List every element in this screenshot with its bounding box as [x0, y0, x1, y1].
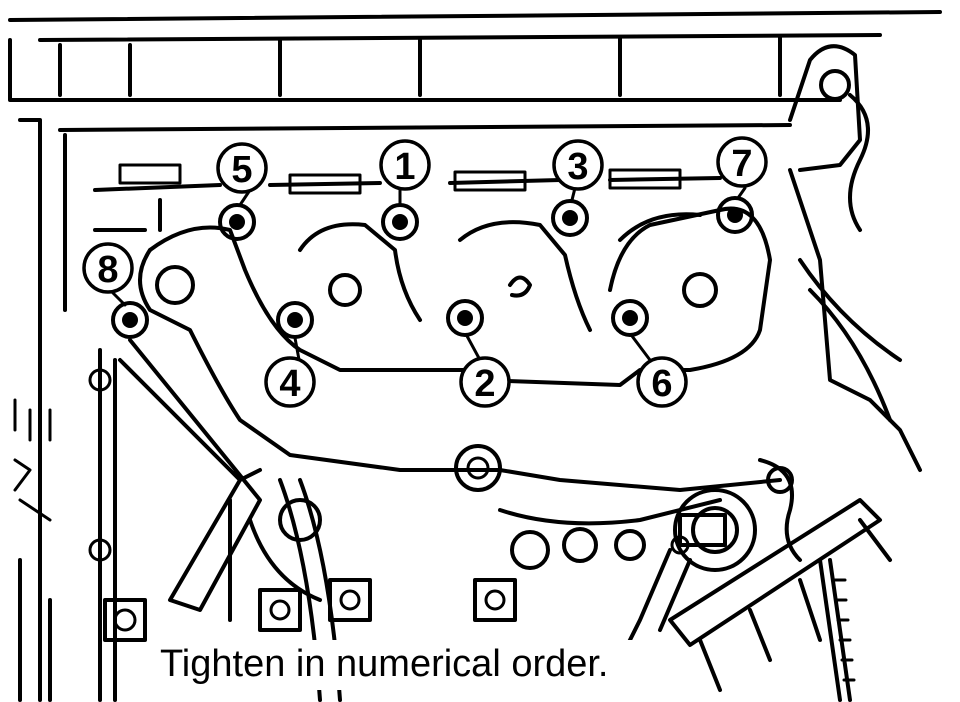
caption-background [150, 640, 670, 690]
bolt-head-5 [218, 203, 256, 241]
callout-7: 7 [716, 136, 768, 188]
engine-block [8, 10, 942, 702]
callout-8: 8 [82, 242, 134, 294]
oxygen-sensor [618, 488, 757, 662]
bolt-head-1 [381, 203, 419, 241]
callout-number: 3 [567, 146, 588, 188]
callout-leaders [108, 186, 747, 367]
bolt-head-6 [611, 299, 649, 337]
dipstick-tube [118, 338, 262, 612]
callout-3: 3 [552, 139, 604, 191]
bolt-head-8 [111, 301, 149, 339]
bolt-head-7 [716, 196, 754, 234]
callout-number: 5 [231, 149, 252, 191]
callout-2: 2 [459, 356, 511, 408]
callout-6: 6 [636, 356, 688, 408]
callout-number: 4 [279, 363, 300, 405]
bolt-head-4 [276, 301, 314, 339]
bolt-heads [111, 196, 754, 339]
bolt-head-3 [551, 199, 589, 237]
bracket [668, 498, 892, 702]
callout-5: 5 [216, 142, 268, 194]
callout-number: 6 [651, 363, 672, 405]
callout-number: 7 [731, 143, 752, 185]
callout-1: 1 [379, 139, 431, 191]
caption: Tighten in numerical order. [160, 643, 609, 685]
callout-number: 2 [474, 363, 495, 405]
callout-number: 1 [394, 146, 415, 188]
exhaust-manifold [138, 206, 802, 570]
callout-number: 8 [97, 249, 118, 291]
bolt-head-2 [446, 299, 484, 337]
callout-4: 4 [264, 356, 316, 408]
